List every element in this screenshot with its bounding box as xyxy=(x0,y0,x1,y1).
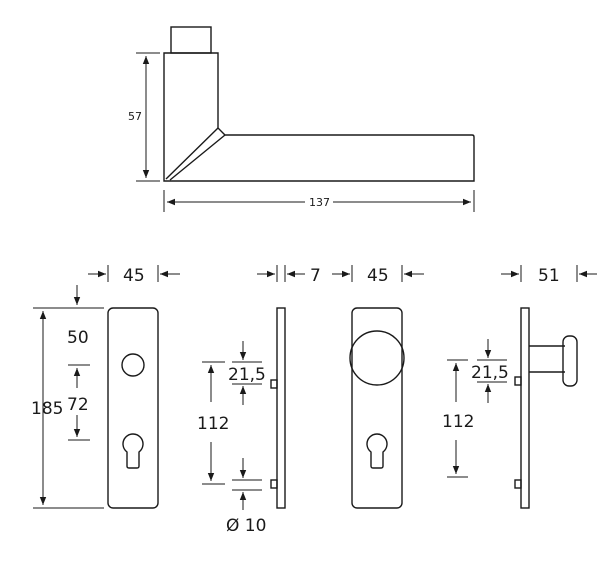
knob-side-plate xyxy=(520,307,530,509)
keyhole-icon xyxy=(122,433,144,469)
lever-outline xyxy=(163,52,475,182)
plate-width-label: 45 xyxy=(123,266,145,286)
knob-plate-drawing: 45 xyxy=(332,265,424,509)
pin-offset-1-label: 21,5 xyxy=(228,365,266,385)
handle-keyhole-label: 72 xyxy=(67,395,89,415)
knob-projection-label: 51 xyxy=(538,266,560,286)
knob-keyhole-icon xyxy=(366,433,388,469)
pin-diameter-label: Ø 10 xyxy=(226,516,266,536)
knob-plate xyxy=(351,307,403,509)
lever-length-label: 137 xyxy=(309,196,330,209)
lever-square-spindle xyxy=(170,26,212,54)
pin-offset-2-label: 21,5 xyxy=(471,363,509,383)
plate-height-label: 185 xyxy=(31,399,63,419)
top-offset-label: 50 xyxy=(67,328,89,348)
thickness-label: 7 xyxy=(310,266,321,286)
handle-hole xyxy=(121,353,145,377)
knob-side xyxy=(562,335,578,387)
knob xyxy=(349,330,405,386)
knob-side-drawing: 51 112 21,5 xyxy=(442,265,597,509)
front-plate-drawing: 45 185 50 72 xyxy=(31,265,180,509)
side-spacing-1-label: 112 xyxy=(197,414,229,434)
lever-handle-drawing: 57 137 xyxy=(128,26,475,212)
side-plate-drawing: 7 112 21,5 Ø 10 xyxy=(197,265,321,536)
side-spacing-2-label: 112 xyxy=(442,412,474,432)
knob-plate-width-label: 45 xyxy=(367,266,389,286)
front-plate xyxy=(107,307,159,509)
lever-height-label: 57 xyxy=(128,110,142,123)
side-plate xyxy=(276,307,286,509)
